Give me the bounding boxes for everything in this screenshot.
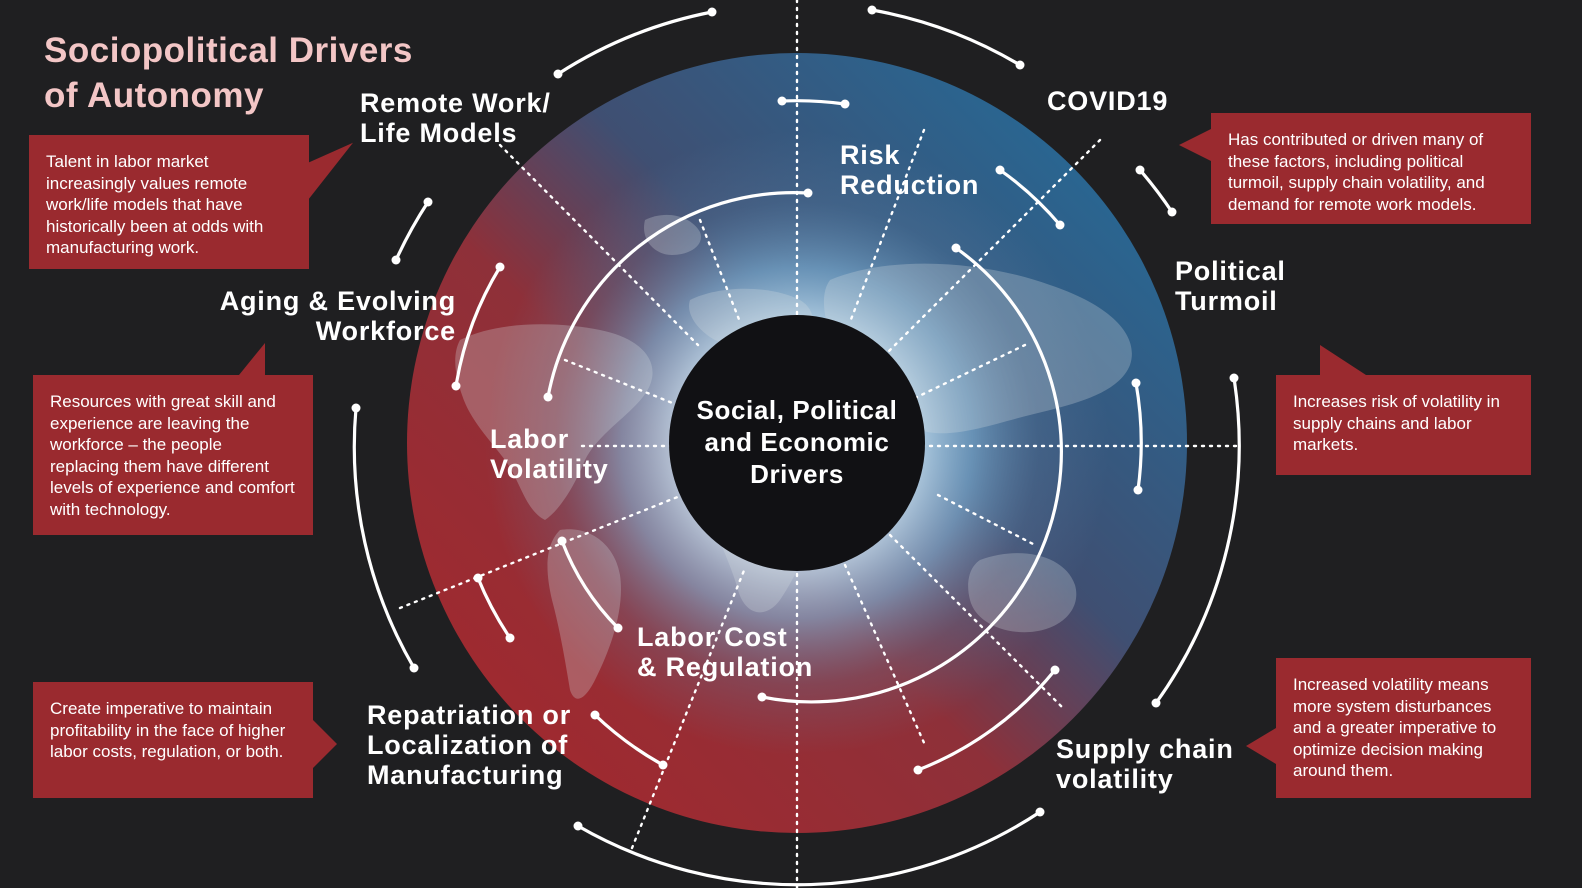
- callout-political-turmoil: Increases risk of volatility in supply c…: [1276, 345, 1531, 475]
- callout-pointer: [1246, 728, 1276, 764]
- title-line-1: Sociopolitical Drivers: [44, 31, 413, 70]
- driver-label-line: Life Models: [360, 118, 518, 148]
- driver-label-line: Aging & Evolving: [219, 286, 456, 316]
- center-label: Social, Political and Economic Drivers: [662, 394, 932, 490]
- driver-label-line: Volatility: [490, 454, 609, 484]
- driver-label-line: Supply chain: [1056, 734, 1234, 764]
- driver-label-line: Localization of: [367, 730, 568, 760]
- callout-aging-workforce: Resources with great skill and experienc…: [33, 343, 313, 535]
- callout-text: Has contributed or driven many of these …: [1228, 130, 1485, 214]
- center-label-line-1: Social, Political: [696, 395, 898, 425]
- callout-pointer: [1179, 129, 1211, 161]
- driver-label-labor-cost: Labor Cost & Regulation: [637, 622, 813, 682]
- callout-text: Resources with great skill and experienc…: [50, 392, 295, 519]
- world-map-silhouette: [455, 214, 1132, 699]
- callout-text: Talent in labor market increasingly valu…: [46, 152, 264, 257]
- driver-label-line: Reduction: [840, 170, 980, 200]
- outer-arc-endpoints: [351, 5, 1239, 831]
- inner-arc-endpoints: [451, 96, 1143, 775]
- driver-label-line: Repatriation or: [367, 700, 572, 730]
- driver-label-line: COVID19: [1047, 86, 1169, 116]
- callout-text: Increased volatility means more system d…: [1293, 675, 1497, 780]
- callout-text: Increases risk of volatility in supply c…: [1293, 392, 1500, 454]
- center-label-line-3: Drivers: [750, 459, 844, 489]
- driver-label-line: Manufacturing: [367, 760, 564, 790]
- callout-pointer: [313, 720, 337, 768]
- driver-label-aging-workforce: Aging & Evolving Workforce: [208, 286, 456, 346]
- driver-label-political-turmoil: Political Turmoil: [1175, 256, 1286, 316]
- driver-label-labor-volatility: Labor Volatility: [490, 424, 609, 484]
- callout-pointer: [1320, 345, 1366, 375]
- driver-label-line: Labor: [490, 424, 570, 454]
- radial-spokes: [398, 0, 1240, 888]
- driver-label-line: Labor Cost: [637, 622, 788, 652]
- center-core: [669, 315, 925, 571]
- callout-supply-chain: Increased volatility means more system d…: [1246, 658, 1531, 798]
- callout-remote-work: Talent in labor market increasingly valu…: [29, 135, 353, 269]
- center-label-line-2: and Economic: [704, 427, 890, 457]
- driver-label-line: Remote Work/: [360, 88, 551, 118]
- driver-label-line: Turmoil: [1175, 286, 1278, 316]
- driver-label-covid: COVID19: [1047, 86, 1168, 116]
- title-line-2: of Autonomy: [44, 76, 264, 115]
- page-title: Sociopolitical Drivers of Autonomy: [44, 28, 413, 118]
- driver-label-line: & Regulation: [637, 652, 814, 682]
- driver-label-line: Workforce: [315, 316, 456, 346]
- driver-label-line: Risk: [840, 140, 901, 170]
- callout-pointer: [239, 343, 265, 375]
- callout-repatriation: Create imperative to maintain profitabil…: [33, 682, 337, 798]
- driver-label-line: Political: [1175, 256, 1286, 286]
- driver-label-remote-work: Remote Work/ Life Models: [360, 88, 551, 148]
- driver-label-risk-reduction: Risk Reduction: [840, 140, 979, 200]
- driver-label-repatriation: Repatriation or Localization of Manufact…: [367, 700, 571, 790]
- callout-covid: Has contributed or driven many of these …: [1179, 113, 1531, 224]
- driver-label-supply-chain: Supply chain volatility: [1056, 734, 1234, 794]
- driver-label-line: volatility: [1056, 764, 1174, 794]
- callout-text: Create imperative to maintain profitabil…: [50, 699, 286, 761]
